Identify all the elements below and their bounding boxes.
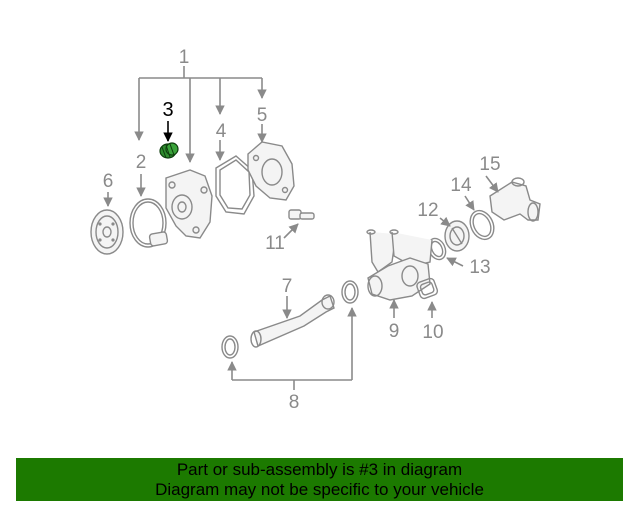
part-6-pulley[interactable]: [90, 192, 124, 255]
part-12-thermostat[interactable]: [439, 216, 470, 252]
part-5-cover[interactable]: [247, 124, 295, 201]
callout-8[interactable]: 8: [289, 392, 300, 413]
part-3-highlighted[interactable]: [159, 121, 179, 159]
callout-9[interactable]: 9: [389, 321, 400, 342]
water-pump-body[interactable]: [165, 169, 213, 239]
callout-5[interactable]: 5: [257, 105, 268, 126]
callout-6[interactable]: 6: [103, 171, 114, 192]
part-11-sensor[interactable]: [283, 209, 315, 239]
footer-banner: Part or sub-assembly is #3 in diagram Di…: [16, 458, 623, 501]
part-10-gasket[interactable]: [416, 277, 439, 318]
callout-3[interactable]: 3: [162, 99, 173, 121]
part-15-outlet[interactable]: [485, 175, 541, 222]
part-2-seal[interactable]: [129, 174, 169, 248]
part-7-pipe[interactable]: [250, 294, 335, 348]
part-14-oring[interactable]: [464, 195, 498, 243]
callout-11[interactable]: 11: [265, 233, 285, 254]
callout-15[interactable]: 15: [479, 154, 500, 175]
callout-14[interactable]: 14: [450, 175, 472, 196]
footer-line-1: Part or sub-assembly is #3 in diagram: [176, 460, 463, 479]
footer-line-2: Diagram may not be specific to your vehi…: [155, 480, 484, 499]
callout-1[interactable]: 1: [179, 47, 190, 68]
part-8-orings[interactable]: [221, 280, 359, 390]
callout-2[interactable]: 2: [136, 152, 147, 173]
part-4-gasket[interactable]: [215, 140, 255, 215]
callout-4[interactable]: 4: [216, 121, 227, 142]
callout-12[interactable]: 12: [417, 200, 438, 221]
part-9-housing[interactable]: [366, 229, 433, 318]
callout-7[interactable]: 7: [282, 276, 293, 297]
group-1-bracket: [134, 66, 267, 163]
callout-10[interactable]: 10: [422, 322, 443, 343]
callout-13[interactable]: 13: [469, 257, 490, 278]
